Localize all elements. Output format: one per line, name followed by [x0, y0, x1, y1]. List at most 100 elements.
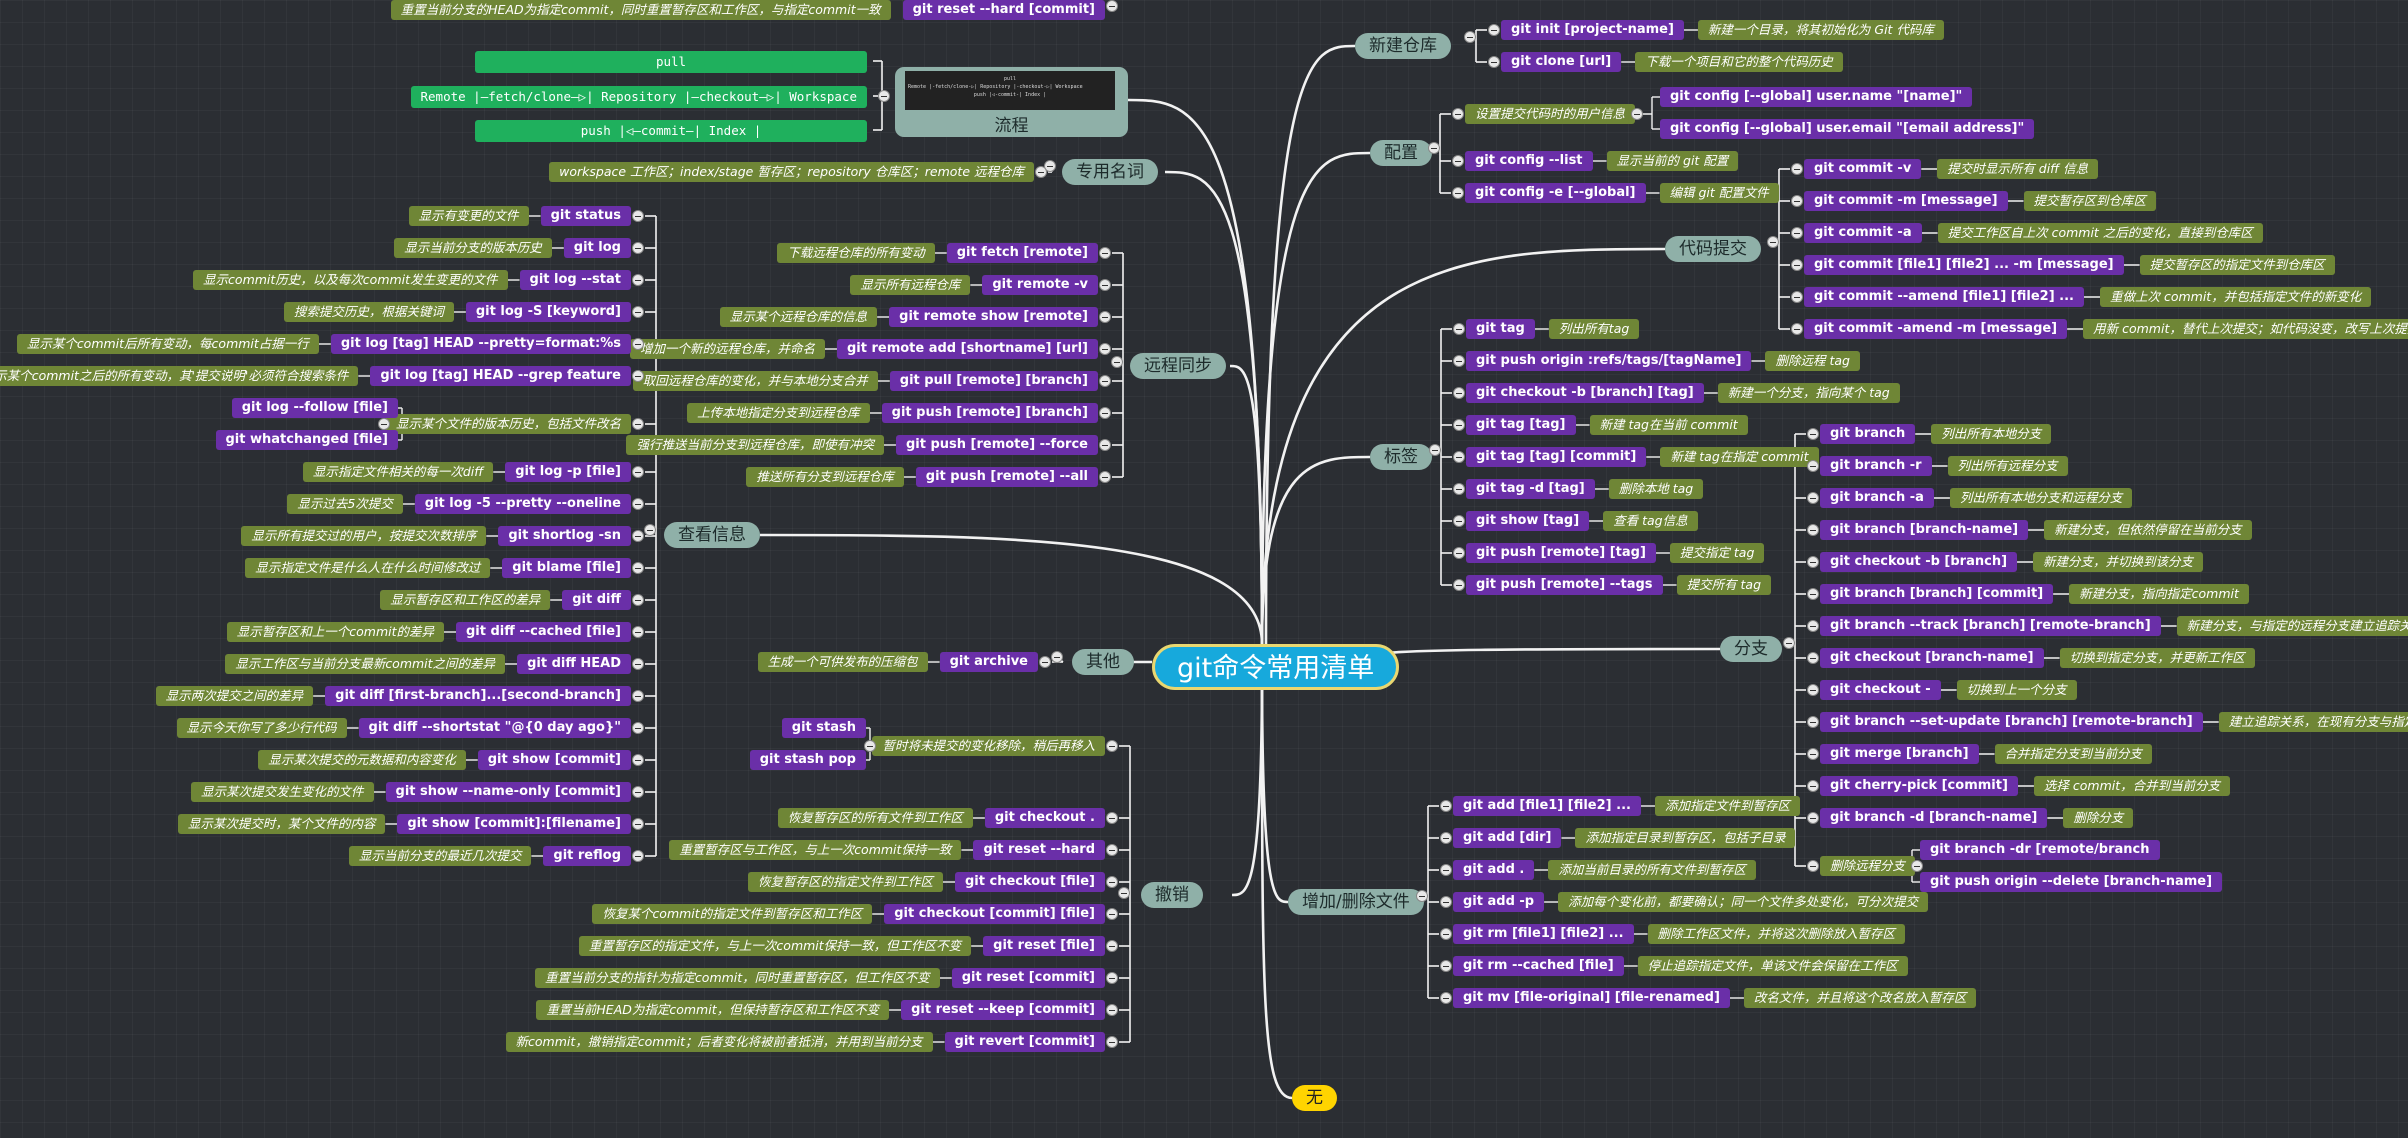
command-node[interactable]: git log -5 --pretty --oneline [414, 494, 631, 514]
description-node[interactable]: 显示指定文件是什么人在什么时间修改过 [245, 558, 491, 578]
command-node[interactable]: git config --list [1465, 151, 1593, 171]
collapse-toggle-icon[interactable] [1791, 227, 1803, 239]
description-node[interactable]: 显示某个文件的版本历史，包括文件改名 [385, 414, 631, 434]
command-node[interactable]: git diff --cached [file] [456, 622, 631, 642]
collapse-toggle-icon[interactable] [1807, 860, 1819, 872]
command-node[interactable]: git fetch [remote] [946, 243, 1098, 263]
command-node[interactable]: git branch -dr [remote/branch [1920, 840, 2160, 860]
command-node[interactable]: git remote show [remote] [889, 307, 1098, 327]
collapse-toggle-icon[interactable] [632, 242, 644, 254]
command-node[interactable]: git branch -r [1820, 456, 1932, 476]
description-node[interactable]: 强行推送当前分支到远程仓库，即使有冲突 [626, 435, 884, 455]
command-node[interactable]: git blame [file] [502, 558, 631, 578]
command-node[interactable]: git config [--global] user.email "[email… [1660, 119, 2035, 139]
collapse-toggle-icon[interactable] [632, 786, 644, 798]
description-node[interactable]: 显示当前分支的版本历史 [394, 238, 552, 258]
command-node[interactable]: git clone [url] [1501, 52, 1622, 72]
command-node[interactable]: git whatchanged [file] [215, 430, 398, 450]
collapse-toggle-icon[interactable] [632, 418, 644, 430]
description-node[interactable]: 显示所有远程仓库 [850, 275, 971, 295]
command-node[interactable]: git branch [branch-name] [1820, 520, 2029, 540]
description-node[interactable]: 显示指定文件相关的每一次diff [302, 462, 494, 482]
collapse-toggle-icon[interactable] [1767, 236, 1779, 248]
command-node[interactable]: git commit -a [1804, 223, 1922, 243]
command-node[interactable]: git branch [branch] [commit] [1820, 584, 2054, 604]
command-node[interactable]: git log [tag] HEAD --pretty=format:%s [330, 334, 631, 354]
description-node[interactable]: 列出所有tag [1548, 319, 1640, 339]
description-node[interactable]: 显示所有提交过的用户，按提交次数排序 [241, 526, 487, 546]
collapse-toggle-icon[interactable] [1807, 780, 1819, 792]
description-node[interactable]: 下载一个项目和它的整个代码历史 [1635, 52, 1843, 72]
collapse-toggle-icon[interactable] [1783, 637, 1795, 649]
branch-other[interactable]: 其他 [1072, 649, 1134, 675]
collapse-toggle-icon[interactable] [1106, 0, 1118, 12]
branch-commit[interactable]: 代码提交 [1665, 236, 1761, 262]
collapse-toggle-icon[interactable] [1807, 492, 1819, 504]
collapse-toggle-icon[interactable] [1807, 556, 1819, 568]
empty-topic-wu[interactable]: 无 [1292, 1085, 1337, 1111]
description-node[interactable]: 下载远程仓库的所有变动 [777, 243, 935, 263]
branch-config[interactable]: 配置 [1370, 140, 1432, 166]
command-node[interactable]: git tag -d [tag] [1466, 479, 1595, 499]
collapse-toggle-icon[interactable] [377, 418, 390, 430]
collapse-toggle-icon[interactable] [1807, 428, 1819, 440]
collapse-toggle-icon[interactable] [1106, 940, 1118, 952]
command-node[interactable]: git config [--global] user.name "[name]" [1660, 87, 1973, 107]
description-node[interactable]: 显示工作区与当前分支最新commit之间的差异 [225, 654, 506, 674]
description-node[interactable]: 停止追踪指定文件，单该文件会保留在工作区 [1637, 956, 1908, 976]
branch-new-repo[interactable]: 新建仓库 [1355, 33, 1451, 59]
command-node[interactable]: git checkout -b [branch] [1820, 552, 2018, 572]
description-node[interactable]: workspace 工作区；index/stage 暂存区；repository… [549, 162, 1034, 182]
command-node[interactable]: git branch -a [1820, 488, 1934, 508]
description-node[interactable]: 暂时将未提交的变化移除，稍后再移入 [872, 736, 1105, 756]
collapse-toggle-icon[interactable] [632, 498, 644, 510]
description-node[interactable]: 新建分支，但依然停留在当前分支 [2044, 520, 2252, 540]
collapse-toggle-icon[interactable] [1791, 291, 1803, 303]
description-node[interactable]: 恢复某个commit的指定文件到暂存区和工作区 [592, 904, 873, 924]
command-node[interactable]: git tag [tag] [commit] [1466, 447, 1647, 467]
command-node[interactable]: git tag [1466, 319, 1535, 339]
collapse-toggle-icon[interactable] [1440, 800, 1452, 812]
collapse-toggle-icon[interactable] [1453, 579, 1465, 591]
command-node[interactable]: git log --stat [519, 270, 631, 290]
description-node[interactable]: 添加指定目录到暂存区，包括子目录 [1575, 828, 1796, 848]
command-node[interactable]: git add -p [1453, 892, 1545, 912]
collapse-toggle-icon[interactable] [1453, 387, 1465, 399]
description-node[interactable]: 显示当前分支的最近几次提交 [348, 846, 532, 866]
description-node[interactable]: 建立追踪关系，在现有分支与指定远程分支间 [2218, 712, 2408, 732]
command-node[interactable]: git show [commit] [477, 750, 631, 770]
collapse-toggle-icon[interactable] [1111, 356, 1123, 368]
collapse-toggle-icon[interactable] [1453, 419, 1465, 431]
collapse-toggle-icon[interactable] [864, 740, 877, 752]
description-node[interactable]: 添加每个变化前，都要确认；同一个文件多处变化，可分次提交 [1558, 892, 1929, 912]
collapse-toggle-icon[interactable] [1452, 187, 1464, 199]
collapse-toggle-icon[interactable] [1807, 652, 1819, 664]
command-node[interactable]: git add [dir] [1453, 828, 1562, 848]
collapse-toggle-icon[interactable] [632, 626, 644, 638]
description-node[interactable]: 新建 tag在当前 commit [1589, 415, 1748, 435]
command-node[interactable]: git add [file1] [file2] ... [1453, 796, 1641, 816]
description-node[interactable]: 显示某个commit之后的所有变动，其'提交说明'必须符合搜索条件 [0, 366, 359, 386]
description-node[interactable]: 重置暂存区与工作区，与上一次commit保持一致 [669, 840, 962, 860]
command-node[interactable]: git status [540, 206, 631, 226]
description-node[interactable]: 删除远程 tag [1765, 351, 1860, 371]
command-node[interactable]: git add . [1453, 860, 1535, 880]
collapse-toggle-icon[interactable] [1807, 748, 1819, 760]
collapse-toggle-icon[interactable] [1452, 155, 1464, 167]
collapse-toggle-icon[interactable] [1631, 108, 1644, 120]
command-node[interactable]: git diff [first-branch]...[second-branch… [325, 686, 631, 706]
command-node[interactable]: git branch [1820, 424, 1916, 444]
collapse-toggle-icon[interactable] [632, 594, 644, 606]
command-node[interactable]: git archive [939, 652, 1038, 672]
description-node[interactable]: 切换到指定分支，并更新工作区 [2059, 648, 2255, 668]
description-node[interactable]: 显示某次提交时，某个文件的内容 [177, 814, 386, 834]
collapse-toggle-icon[interactable] [1453, 547, 1465, 559]
description-node[interactable]: 添加当前目录的所有文件到暂存区 [1548, 860, 1756, 880]
collapse-toggle-icon[interactable] [1453, 323, 1465, 335]
collapse-toggle-icon[interactable] [632, 530, 644, 542]
description-node[interactable]: 重置当前分支的指针为指定commit，同时重置暂存区，但工作区不变 [534, 968, 940, 988]
command-node[interactable]: git stash pop [749, 750, 866, 770]
description-node[interactable]: 显示两次提交之间的差异 [155, 686, 314, 706]
description-node[interactable]: 重置暂存区的指定文件，与上一次commit保持一致，但工作区不变 [578, 936, 972, 956]
branch-remote-sync[interactable]: 远程同步 [1130, 353, 1226, 379]
